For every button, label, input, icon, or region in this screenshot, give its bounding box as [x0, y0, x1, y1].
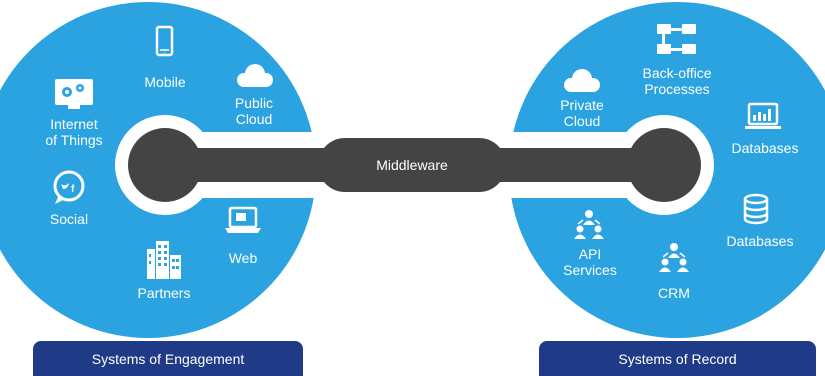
- engagement-item-mobile: Mobile: [133, 74, 197, 90]
- item-label: Databases: [731, 140, 799, 156]
- engagement-item-public-cloud: Public Cloud: [222, 95, 286, 127]
- middleware-connector: [128, 128, 701, 202]
- item-label: Mobile: [144, 74, 186, 90]
- item-label: Cloud: [235, 111, 273, 127]
- smartphone-icon: [155, 25, 174, 57]
- item-label: CRM: [658, 285, 690, 301]
- item-label: Web: [228, 250, 258, 266]
- record-item-databases-storage: Databases: [712, 233, 808, 249]
- record-item-databases-analytics: Databases: [720, 140, 810, 156]
- database-icon: [743, 193, 769, 225]
- record-item-back-office: Back-office Processes: [625, 65, 729, 97]
- systems-of-record-bar: Systems of Record: [539, 341, 816, 376]
- item-label: Internet: [50, 116, 98, 132]
- cloud-icon: [564, 69, 600, 92]
- item-label: API: [578, 246, 602, 262]
- record-item-private-cloud: Private Cloud: [550, 97, 614, 129]
- monitor-gears-icon: [55, 79, 93, 109]
- record-item-api-services: API Services: [555, 246, 625, 278]
- systems-of-engagement-title: Systems of Engagement: [91, 350, 245, 367]
- social-bubble-icon: f: [53, 170, 85, 204]
- item-label: of Things: [45, 132, 103, 148]
- item-label: Back-office: [642, 65, 712, 81]
- svg-text:f: f: [71, 184, 75, 195]
- people-network-icon: [659, 243, 689, 272]
- people-network-icon: [574, 210, 604, 239]
- buildings-icon: [147, 241, 181, 279]
- item-label: Cloud: [563, 113, 601, 129]
- middleware-label: Middleware: [376, 157, 448, 173]
- item-label: Social: [49, 211, 89, 227]
- engagement-item-partners: Partners: [124, 285, 204, 301]
- engagement-item-social: Social: [37, 211, 101, 227]
- item-label: Public: [234, 95, 274, 111]
- item-label: Services: [563, 262, 617, 278]
- record-item-crm: CRM: [642, 285, 706, 301]
- item-label: Partners: [137, 285, 191, 301]
- item-label: Databases: [726, 233, 794, 249]
- item-label: Private: [560, 97, 604, 113]
- engagement-item-web: Web: [211, 250, 275, 266]
- process-flow-icon: [657, 24, 696, 54]
- systems-of-record-title: Systems of Record: [618, 350, 737, 367]
- systems-of-engagement-bar: Systems of Engagement: [33, 341, 303, 376]
- item-label: Processes: [644, 81, 710, 97]
- cloud-icon: [237, 64, 273, 87]
- analytics-monitor-icon: [745, 102, 781, 129]
- laptop-icon: [225, 206, 261, 233]
- engagement-item-iot: Internet of Things: [34, 116, 114, 148]
